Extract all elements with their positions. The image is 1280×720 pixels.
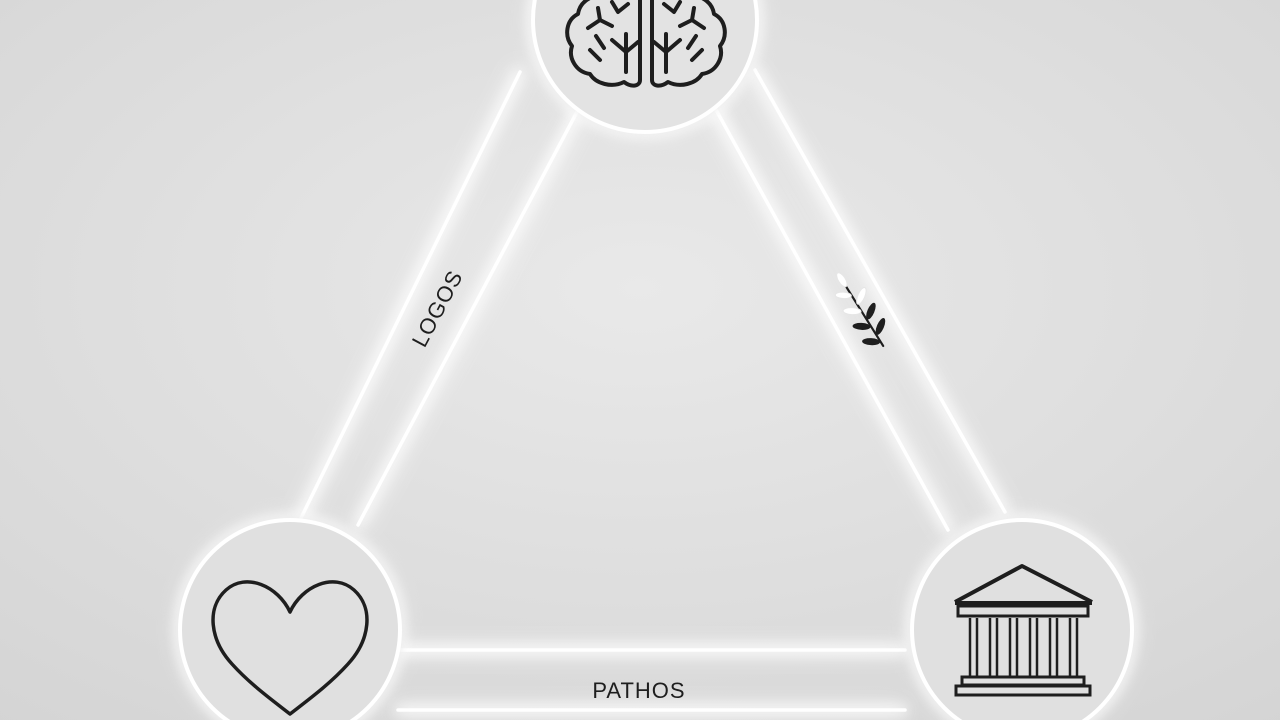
left-edge-inner-line (356, 108, 580, 527)
bottom-left-node (178, 518, 402, 720)
triangle-frame (298, 68, 1007, 712)
olive-branch-icon (834, 272, 886, 348)
right-edge-inner-line (713, 106, 950, 532)
left-edge-outer-line (298, 70, 522, 522)
brain-icon (565, 0, 727, 88)
institution-pillars-icon (954, 564, 1093, 697)
bottom-edge-label: PATHOS (592, 678, 685, 703)
top-node (531, 0, 759, 134)
bottom-right-node (910, 518, 1134, 720)
heart-icon (211, 580, 369, 716)
right-edge-outer-line (753, 68, 1007, 514)
